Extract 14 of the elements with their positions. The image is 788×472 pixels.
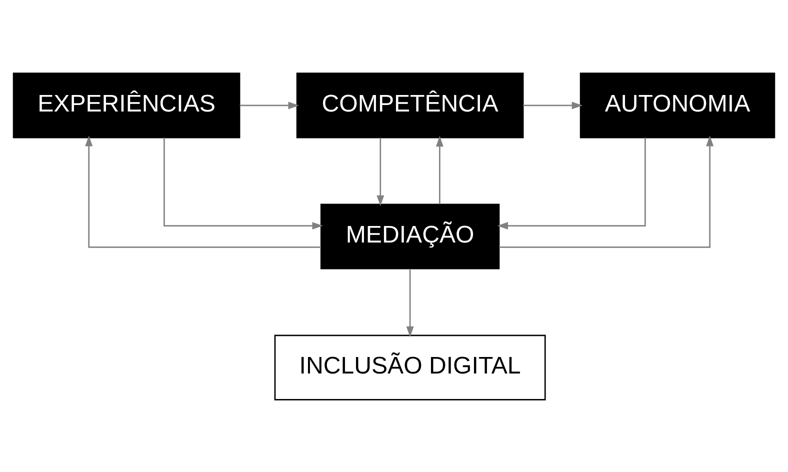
node-box: EXPERIÊNCIAS <box>12 72 240 138</box>
arrow <box>406 268 414 337</box>
arrow <box>164 137 323 230</box>
arrow <box>240 101 299 109</box>
arrow <box>499 135 714 248</box>
node-box: COMPETÊNCIA <box>296 72 524 138</box>
node-box: INCLUSÃO DIGITAL <box>274 334 546 400</box>
arrow <box>523 101 583 109</box>
arrow <box>497 137 646 230</box>
arrow <box>85 135 321 248</box>
node-box: AUTONOMIA <box>580 72 776 138</box>
node-box: MEDIAÇÃO <box>320 203 500 269</box>
arrow <box>436 135 444 204</box>
arrow <box>376 137 384 206</box>
